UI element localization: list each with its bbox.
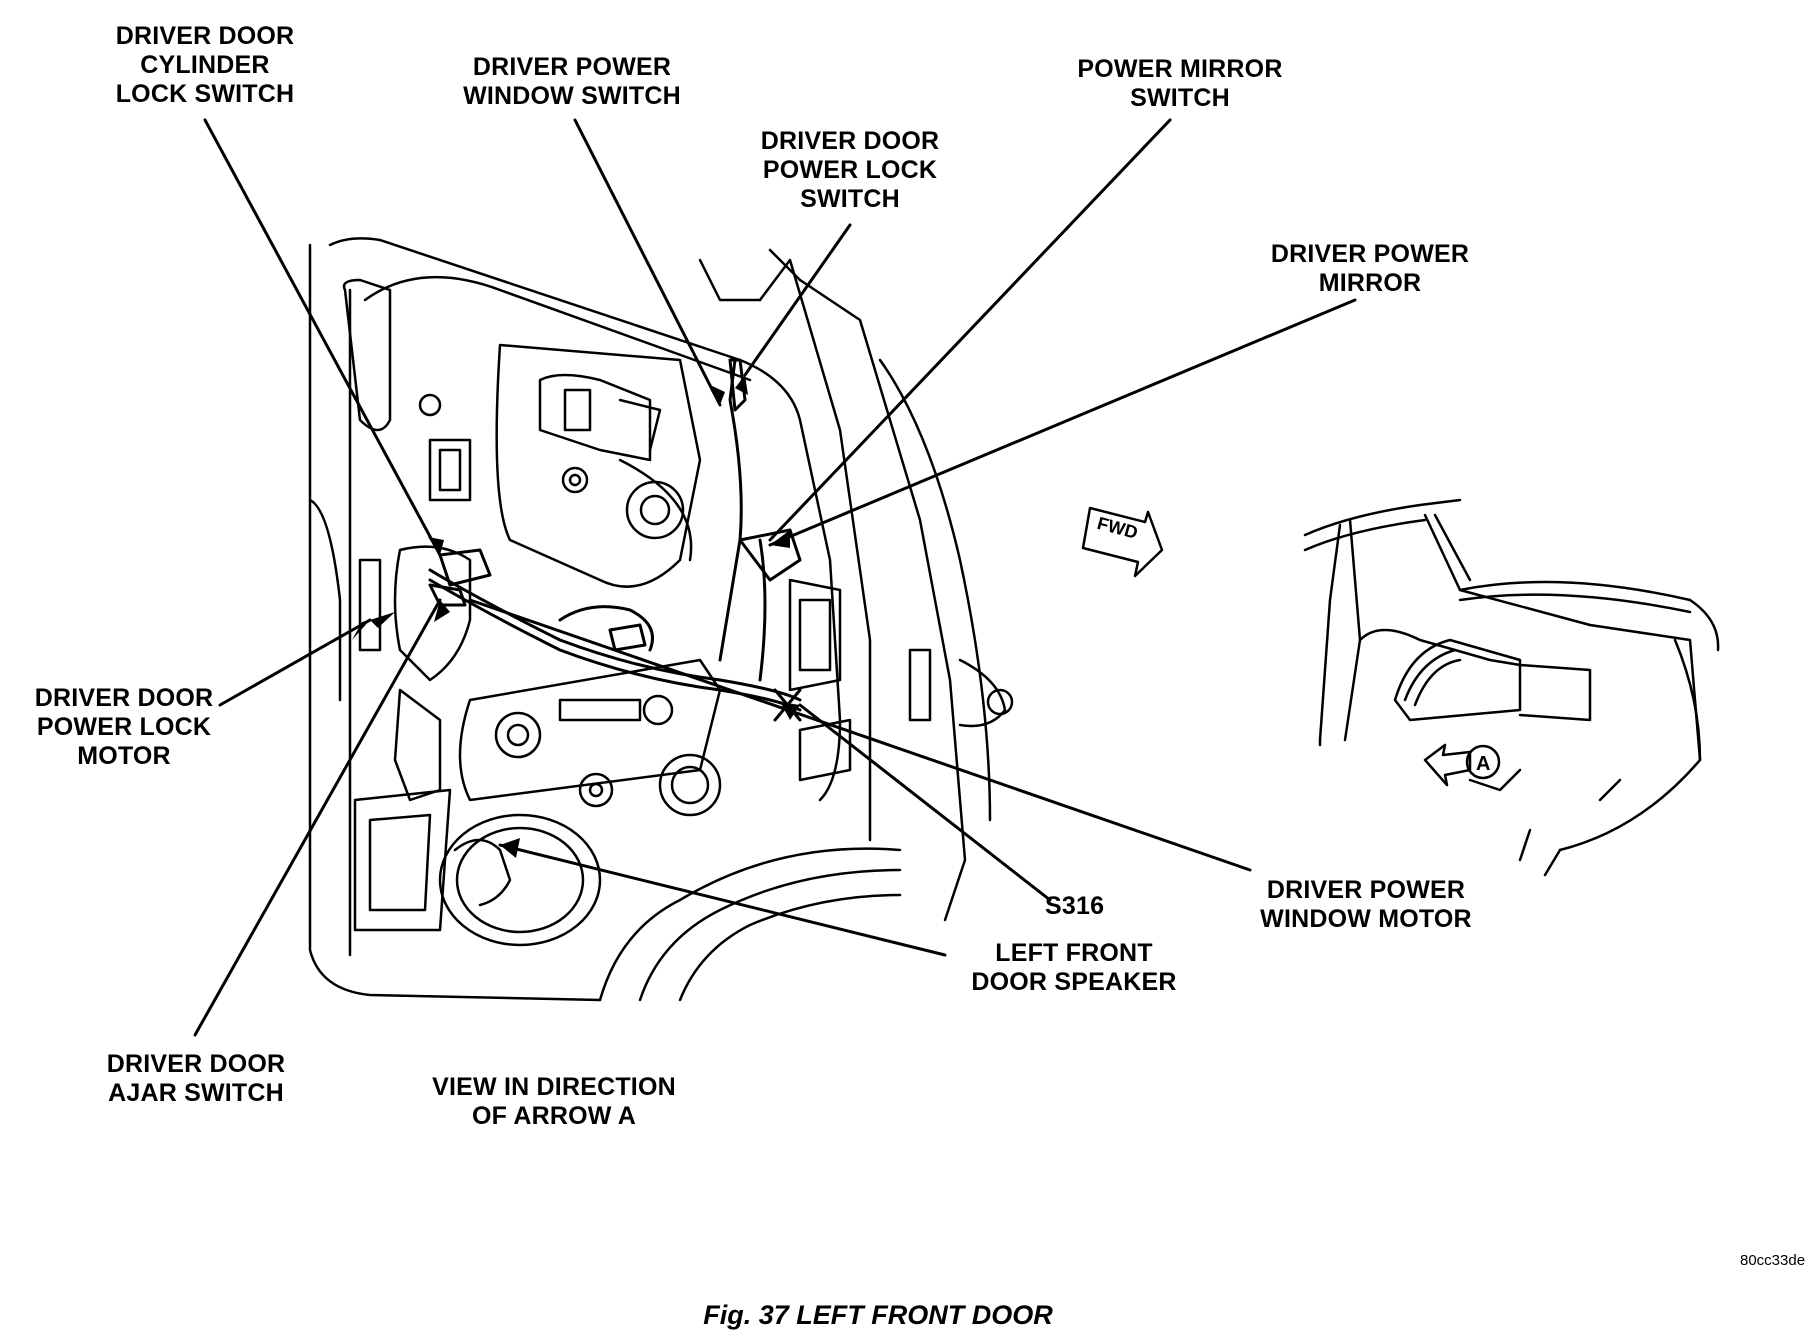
inner-door-cutouts xyxy=(358,343,1014,817)
fwd-text: FWD xyxy=(1095,513,1140,543)
label-s316: S316 xyxy=(1045,892,1105,920)
figure-code: 80cc33de xyxy=(1740,1252,1806,1269)
arrow-a-symbol xyxy=(1423,743,1522,792)
fwd-arrow xyxy=(1081,506,1164,578)
label-door-speaker: LEFT FRONT DOOR SPEAKER xyxy=(971,939,1177,996)
arrowheads xyxy=(352,375,800,858)
label-power-window-motor: DRIVER POWER WINDOW MOTOR xyxy=(1260,876,1472,933)
arrow-a-letter: A xyxy=(1476,753,1490,775)
label-power-mirror-switch: POWER MIRROR SWITCH xyxy=(1077,55,1283,112)
door-panel-outline xyxy=(308,237,992,1002)
label-power-lock-motor: DRIVER DOOR POWER LOCK MOTOR xyxy=(34,684,214,770)
wiring-harness xyxy=(428,358,802,712)
label-door-ajar-switch: DRIVER DOOR AJAR SWITCH xyxy=(106,1050,286,1107)
inset-vehicle-view xyxy=(1303,498,1720,877)
label-power-window-switch: DRIVER POWER WINDOW SWITCH xyxy=(463,53,681,110)
label-driver-power-mirror: DRIVER POWER MIRROR xyxy=(1270,240,1470,297)
label-cylinder-lock-switch: DRIVER DOOR CYLINDER LOCK SWITCH xyxy=(115,22,295,108)
speaker-area xyxy=(353,788,902,1002)
figure-caption: Fig. 37 LEFT FRONT DOOR xyxy=(703,1300,1053,1330)
label-view-direction: VIEW IN DIRECTION OF ARROW A xyxy=(432,1073,676,1130)
label-power-lock-switch: DRIVER DOOR POWER LOCK SWITCH xyxy=(760,127,940,213)
